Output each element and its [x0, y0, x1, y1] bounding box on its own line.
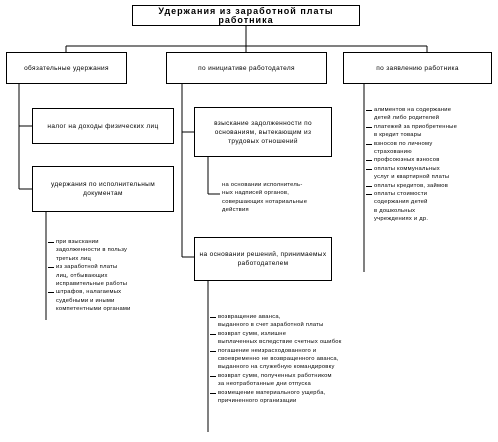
note-line: действия	[222, 207, 249, 214]
list-item: при взыскании	[48, 238, 178, 246]
list-item-continuation: услуг и квартирной платы	[374, 174, 450, 181]
list-item: возврат сумм, полученных работником	[210, 372, 410, 380]
list-item-continuation: в дошкольных	[374, 207, 416, 214]
list-item-continuation: исправительные работы	[56, 281, 128, 288]
list-item: платежей за приобретенные	[366, 123, 494, 131]
list-item: возвращение аванса,	[210, 313, 410, 321]
list-item-continuation: содержания детей	[374, 199, 428, 206]
note-line: совершающих нотариальные	[222, 198, 308, 205]
box-employer-decision: на основании решений, принимаемых работо…	[194, 237, 332, 281]
list-item-continuation: детей либо родителей	[374, 115, 440, 122]
list-item: возмещение материального ущерба,	[210, 389, 410, 397]
list-item-continuation: учреждениях и др.	[374, 216, 429, 223]
list-item-continuation: третьих лиц	[56, 255, 92, 262]
category-mandatory: обязательные удержания	[6, 52, 127, 84]
diagram-title: Удержания из заработной платы работника	[132, 5, 360, 26]
list-item: алиментов на содержание	[366, 106, 494, 114]
box-labor-debt-recovery: взыскание задолженности по основаниям, в…	[194, 107, 332, 157]
list-item: оплаты стоимости	[366, 190, 494, 198]
list-item: профсоюзных взносов	[366, 156, 494, 164]
list-item-continuation: компетентными органами	[56, 306, 131, 313]
list-item: из заработной платы	[48, 263, 178, 271]
list-item-continuation: страхованию	[374, 149, 412, 156]
box-writ-deductions: удержания по исполнительным документам	[32, 166, 174, 212]
list-item-continuation: судебными и иными	[56, 297, 115, 304]
list-item-continuation: лиц, отбывающих	[56, 272, 108, 279]
list-item: штрафов, налагаемых	[48, 288, 178, 296]
box-income-tax: налог на доходы физических лиц	[32, 108, 174, 144]
list-item-continuation: в кредит товары	[374, 132, 422, 139]
list-item: погашение неизрасходованного и	[210, 347, 410, 355]
list-item-continuation: своевременно не возвращенного аванса,	[218, 356, 339, 363]
list-item-continuation: задолженности в пользу	[56, 247, 128, 254]
list-item-continuation: причиненного организации	[218, 398, 297, 405]
list-item-continuation: выплаченных вследствие счетных ошибок	[218, 339, 342, 346]
list-item-continuation: выданного на служебную командировку	[218, 364, 335, 371]
category-employee: по заявлению работника	[343, 52, 492, 84]
note-line: ных надписей органов,	[222, 190, 290, 197]
notary-note: на основании исполнитель-ных надписей ор…	[222, 181, 348, 215]
list-item: оплаты кредитов, займов	[366, 182, 494, 190]
list-item-continuation: выданного в счет заработной платы	[218, 322, 324, 329]
list-item-continuation: за неотработанные дни отпуска	[218, 381, 311, 388]
list-item: возврат сумм, излишне	[210, 330, 410, 338]
note-line: на основании исполнитель-	[222, 182, 303, 188]
employer-decision-list: возвращение аванса,выданного в счет зара…	[210, 313, 410, 405]
list-item: взносов по личному	[366, 140, 494, 148]
list-item: оплаты коммунальных	[366, 165, 494, 173]
category-employer: по инициативе работодателя	[166, 52, 327, 84]
